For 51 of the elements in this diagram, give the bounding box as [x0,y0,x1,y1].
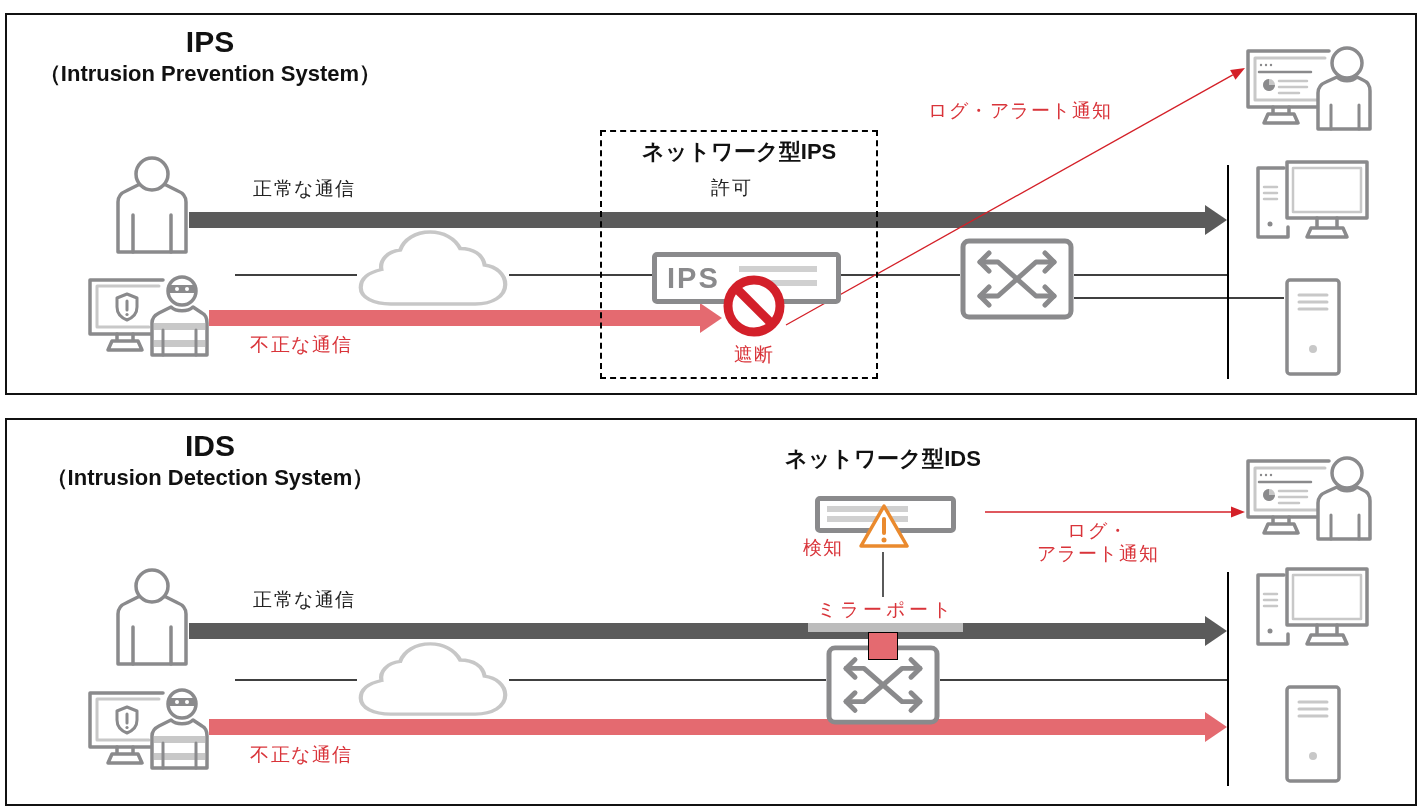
panel [5,13,1417,395]
connector-line [234,274,358,276]
node-label: 検知 [801,537,845,560]
connector-line [508,679,827,681]
connector-line [840,274,961,276]
person-at-monitor-icon [1245,45,1373,131]
edge-label: ログ・アラート通知 [928,100,1113,123]
text-label: 許可 [711,177,752,200]
port-square [868,632,898,660]
edge-label: 不正な通信 [250,334,353,357]
traffic-arrow [189,616,1227,646]
cloud-icon [357,641,509,717]
arrow [984,506,1245,518]
panel-title: IDS [184,428,236,464]
network-line [1227,165,1229,379]
traffic-arrow [209,712,1227,742]
node-label: 遮断 [732,344,776,367]
dashed-box [600,130,878,379]
connector-line [1073,297,1285,299]
cloud-icon [357,229,509,307]
connector-line [508,274,653,276]
panel-subtitle: （Intrusion Prevention System） [37,61,383,88]
desktop-computer-icon [1254,566,1370,648]
connector-line [1073,274,1228,276]
box-heading: ネットワーク型IPS [640,139,838,166]
edge-label: ログ・アラート通知 [1036,520,1160,566]
edge-label: 正常な通信 [253,589,356,612]
person-icon [115,155,189,255]
no-entry-icon [722,274,786,338]
port-label: ミラーポート [808,597,963,632]
device-heading: ネットワーク型IDS [784,446,982,473]
edge-label: 正常な通信 [253,178,356,201]
person-icon [115,567,189,667]
traffic-arrow [189,205,1227,235]
arrow [785,68,1245,326]
network-switch-icon [960,238,1074,320]
network-line [1227,572,1229,786]
edge-label: 不正な通信 [250,744,353,767]
intruder-at-computer-icon [87,273,209,357]
network-switch-icon [826,645,940,725]
server-tower-icon [1284,684,1342,784]
panel-subtitle: （Intrusion Detection System） [44,465,376,492]
connector-line [939,679,1228,681]
traffic-arrow [209,303,722,333]
connector-line [234,679,358,681]
desktop-computer-icon [1254,159,1370,241]
person-at-monitor-icon [1245,455,1373,541]
panel [5,418,1417,806]
server-tower-icon [1284,277,1342,377]
panel-title: IPS [184,24,236,60]
intruder-at-computer-icon [87,686,209,770]
